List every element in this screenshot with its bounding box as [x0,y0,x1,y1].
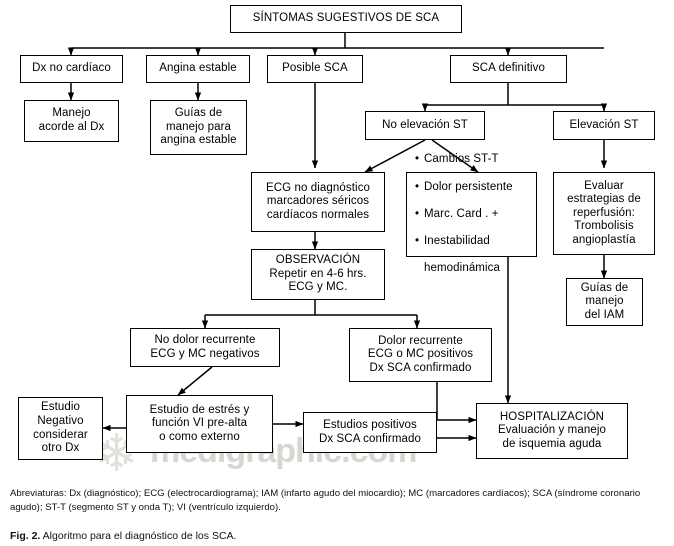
node-dolor-recurrente: Dolor recurrente ECG o MC positivos Dx S… [349,328,492,382]
criteria-item-continuation: hemodinámica [424,261,500,274]
criteria-item: Dolor persistente [415,181,513,195]
node-elevacion-st: Elevación ST [553,111,655,140]
abbreviations-text: Abreviaturas: Dx (diagnóstico); ECG (ele… [10,488,641,513]
node-sintomas-sugestivos: SÍNTOMAS SUGESTIVOS DE SCA [230,5,462,33]
figure-caption-number: Fig. 2. [10,530,41,542]
node-label: Posible SCA [282,62,348,75]
flowchart-canvas: ❄ medigraphic.com SÍNTOMAS SUGESTIVOS DE… [0,0,674,480]
node-label: Dx no cardíaco [32,62,111,75]
node-label: Manejo acorde al Dx [38,107,105,133]
node-sca-definitivo: SCA definitivo [450,55,567,83]
criteria-item: Inestabilidad [415,235,513,249]
node-label: No elevación ST [382,118,468,131]
node-hospitalizacion: HOSPITALIZACIÓN Evaluación y manejo de i… [476,403,628,459]
criteria-item: Cambios ST-T [415,153,513,167]
node-label: Guías de manejo del IAM [580,281,629,321]
criteria-list: Cambios ST-T Dolor persistente Marc. Car… [407,140,516,289]
node-evaluar-reperfusion: Evaluar estrategias de reperfusión: Trom… [553,172,655,255]
node-angina-estable: Angina estable [146,55,250,83]
node-ecg-no-diagnostico: ECG no diagnóstico marcadores séricos ca… [251,172,385,232]
node-estudio-estres: Estudio de estrés y función VI pre-alta … [126,395,273,453]
node-label: Estudio Negativo considerar otro Dx [33,401,88,455]
node-label: Elevación ST [569,118,639,131]
connector-lines [67,33,608,442]
node-criterios-alto-riesgo: Cambios ST-T Dolor persistente Marc. Car… [406,153,537,274]
node-posible-sca: Posible SCA [267,55,363,83]
node-label: Estudios positivos Dx SCA confirmado [318,418,422,445]
figure-caption: Fig. 2. Algoritmo para el diagnóstico de… [10,530,236,542]
node-label: Angina estable [159,62,237,75]
node-label: ECG no diagnóstico marcadores séricos ca… [265,181,371,221]
node-label: Guías de manejo para angina estable [160,107,237,147]
node-guias-manejo-angina-estable: Guías de manejo para angina estable [150,100,247,155]
node-label: HOSPITALIZACIÓN Evaluación y manejo de i… [497,410,607,450]
node-no-dolor-recurrente: No dolor recurrente ECG y MC negativos [130,328,280,367]
criteria-item: Marc. Card . + [415,208,513,222]
node-label: SCA definitivo [472,62,545,75]
node-label: OBSERVACIÓN Repetir en 4-6 hrs. ECG y MC… [269,254,367,294]
node-label: Estudio de estrés y función VI pre-alta … [149,403,250,443]
figure-caption-text: Algoritmo para el diagnóstico de los SCA… [40,530,237,542]
node-label: SÍNTOMAS SUGESTIVOS DE SCA [252,12,440,25]
node-estudio-negativo: Estudio Negativo considerar otro Dx [18,397,103,460]
figure-footer: Abreviaturas: Dx (diagnóstico); ECG (ele… [0,480,674,546]
node-manejo-acorde-al-dx: Manejo acorde al Dx [24,100,119,142]
node-guias-manejo-iam: Guías de manejo del IAM [566,278,643,326]
node-label: Dolor recurrente ECG o MC positivos Dx S… [367,334,474,374]
node-observacion: OBSERVACIÓN Repetir en 4-6 hrs. ECG y MC… [251,249,385,300]
node-label: No dolor recurrente ECG y MC negativos [150,333,260,360]
node-label: Evaluar estrategias de reperfusión: Trom… [567,179,641,246]
node-no-elevacion-st: No elevación ST [365,111,485,140]
node-estudios-positivos: Estudios positivos Dx SCA confirmado [303,412,437,453]
node-dx-no-cardiaco: Dx no cardíaco [20,55,123,83]
